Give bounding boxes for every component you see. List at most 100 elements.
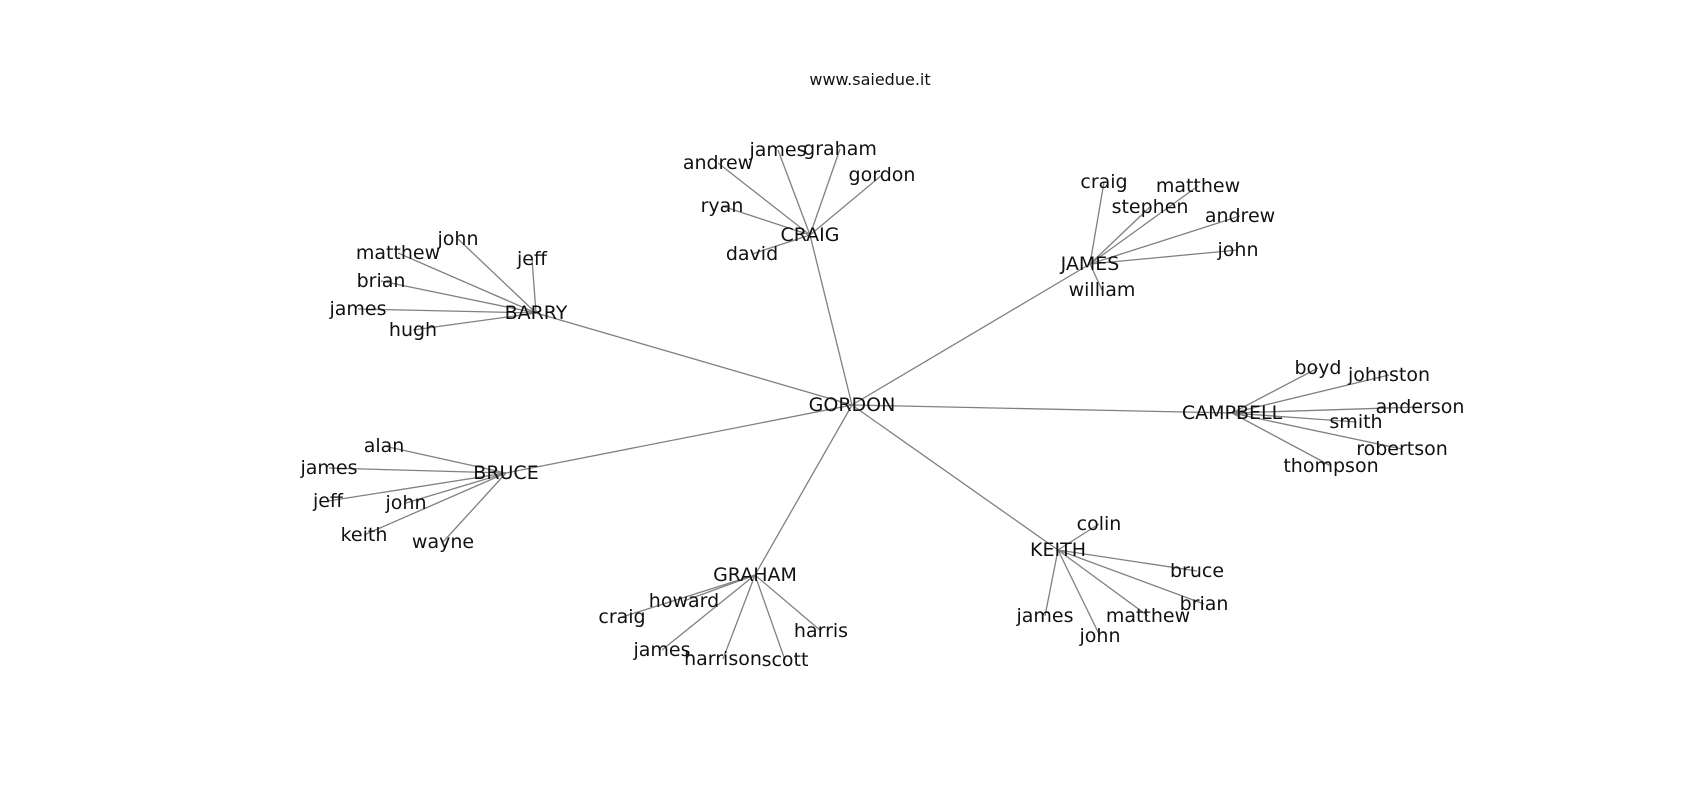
edge-graham-scott bbox=[754, 574, 786, 661]
node-leaf-keith-bruce: bruce bbox=[1170, 560, 1224, 582]
edge-graham-james bbox=[661, 574, 756, 651]
node-leaf-graham-craig: craig bbox=[598, 606, 645, 628]
edge-keith-bruce bbox=[1057, 549, 1198, 572]
edge-root-keith bbox=[851, 404, 1059, 551]
node-leaf-graham-harris: harris bbox=[794, 620, 848, 642]
edge-barry-james bbox=[357, 308, 537, 314]
node-leaf-keith-matthew: matthew bbox=[1106, 605, 1190, 627]
node-leaf-graham-james: james bbox=[632, 639, 690, 661]
node-leaf-bruce-james: james bbox=[299, 457, 357, 479]
edge-campbell-johnston bbox=[1231, 374, 1390, 414]
edge-craig-andrew bbox=[717, 162, 811, 236]
edge-root-james bbox=[851, 263, 1091, 406]
node-hub-bruce: BRUCE bbox=[473, 462, 538, 484]
node-hub-craig: CRAIG bbox=[780, 224, 839, 246]
node-leaf-campbell-thompson: thompson bbox=[1283, 455, 1378, 477]
node-leaf-barry-james: james bbox=[328, 298, 386, 320]
node-leaf-graham-harrison: harrison bbox=[684, 648, 762, 670]
node-leaf-barry-brian: brian bbox=[357, 270, 406, 292]
edges-layer bbox=[327, 148, 1421, 661]
node-leaf-craig-gordon: gordon bbox=[849, 164, 916, 186]
edge-root-craig bbox=[809, 234, 853, 406]
edge-barry-brian bbox=[380, 280, 537, 314]
edge-bruce-jeff bbox=[327, 472, 507, 502]
node-leaf-campbell-boyd: boyd bbox=[1295, 357, 1342, 379]
edge-bruce-alan bbox=[383, 445, 507, 474]
node-hub-barry: BARRY bbox=[505, 302, 568, 324]
edge-campbell-robertson bbox=[1231, 412, 1403, 450]
edge-campbell-thompson bbox=[1231, 412, 1332, 467]
node-leaf-bruce-alan: alan bbox=[364, 435, 405, 457]
edge-bruce-keith bbox=[363, 472, 507, 536]
edge-bruce-john bbox=[405, 472, 507, 504]
edge-barry-jeff bbox=[531, 258, 537, 314]
edge-james-craig bbox=[1089, 181, 1105, 265]
node-hub-keith: KEITH bbox=[1030, 539, 1086, 561]
edge-craig-graham bbox=[809, 148, 841, 236]
node-leaf-campbell-robertson: robertson bbox=[1356, 438, 1448, 460]
node-leaf-bruce-john: john bbox=[385, 492, 427, 514]
node-hub-james: JAMES bbox=[1060, 253, 1120, 275]
edge-root-barry bbox=[535, 312, 853, 406]
edge-graham-craig bbox=[621, 574, 756, 618]
edge-keith-brian bbox=[1057, 549, 1205, 605]
labels-layer: GORDONCRAIGandrewjamesgrahamgordonryanda… bbox=[299, 138, 1464, 671]
node-leaf-keith-colin: colin bbox=[1077, 513, 1122, 535]
edge-graham-harrison bbox=[722, 574, 756, 660]
node-leaf-campbell-smith: smith bbox=[1329, 411, 1382, 433]
edge-craig-james bbox=[777, 149, 811, 236]
edge-keith-matthew bbox=[1057, 549, 1149, 617]
edge-barry-john bbox=[457, 238, 537, 314]
node-leaf-barry-jeff: jeff bbox=[516, 248, 548, 270]
edge-keith-john bbox=[1057, 549, 1101, 637]
edge-craig-gordon bbox=[809, 174, 883, 236]
node-leaf-keith-james: james bbox=[1015, 605, 1073, 627]
node-leaf-keith-brian: brian bbox=[1180, 593, 1229, 615]
edge-campbell-smith bbox=[1231, 412, 1357, 423]
node-leaf-bruce-wayne: wayne bbox=[412, 531, 474, 553]
node-hub-graham: GRAHAM bbox=[713, 564, 797, 586]
site-title: www.saiedue.it bbox=[809, 70, 931, 89]
node-leaf-james-andrew: andrew bbox=[1205, 205, 1275, 227]
edge-campbell-anderson bbox=[1231, 406, 1421, 414]
node-leaf-graham-howard: howard bbox=[649, 590, 719, 612]
edge-james-william bbox=[1089, 263, 1103, 291]
node-leaf-barry-john: john bbox=[437, 228, 479, 250]
edge-james-matthew bbox=[1089, 185, 1199, 265]
node-root: GORDON bbox=[809, 394, 896, 416]
edge-bruce-james bbox=[328, 467, 507, 474]
node-leaf-bruce-keith: keith bbox=[341, 524, 388, 546]
node-hub-campbell: CAMPBELL bbox=[1182, 402, 1283, 424]
node-leaf-james-john: john bbox=[1217, 239, 1259, 261]
node-leaf-craig-graham: graham bbox=[803, 138, 877, 160]
edge-james-stephen bbox=[1089, 206, 1151, 265]
edge-james-andrew bbox=[1089, 215, 1241, 265]
node-leaf-graham-scott: scott bbox=[762, 649, 809, 671]
node-leaf-craig-ryan: ryan bbox=[701, 195, 744, 217]
edge-keith-colin bbox=[1057, 523, 1100, 551]
edge-keith-james bbox=[1044, 549, 1059, 617]
node-leaf-keith-john: john bbox=[1079, 625, 1121, 647]
node-leaf-james-william: william bbox=[1069, 279, 1136, 301]
node-leaf-james-craig: craig bbox=[1080, 171, 1127, 193]
node-leaf-barry-matthew: matthew bbox=[356, 242, 440, 264]
node-leaf-campbell-johnston: johnston bbox=[1347, 364, 1430, 386]
edge-campbell-boyd bbox=[1231, 367, 1319, 414]
node-leaf-james-stephen: stephen bbox=[1112, 196, 1189, 218]
node-leaf-craig-james: james bbox=[748, 139, 806, 161]
node-leaf-james-matthew: matthew bbox=[1156, 175, 1240, 197]
edge-bruce-wayne bbox=[442, 472, 507, 543]
edge-root-campbell bbox=[851, 404, 1233, 414]
edge-barry-hugh bbox=[412, 312, 537, 331]
node-leaf-craig-andrew: andrew bbox=[683, 152, 753, 174]
edge-craig-ryan bbox=[721, 205, 811, 236]
edge-barry-matthew bbox=[397, 252, 537, 314]
edge-root-bruce bbox=[505, 404, 853, 474]
edge-craig-david bbox=[751, 234, 811, 255]
edge-root-graham bbox=[754, 404, 853, 576]
node-leaf-campbell-anderson: anderson bbox=[1376, 396, 1465, 418]
node-leaf-barry-hugh: hugh bbox=[389, 319, 437, 341]
edge-james-john bbox=[1089, 249, 1239, 265]
node-leaf-bruce-jeff: jeff bbox=[312, 490, 344, 512]
